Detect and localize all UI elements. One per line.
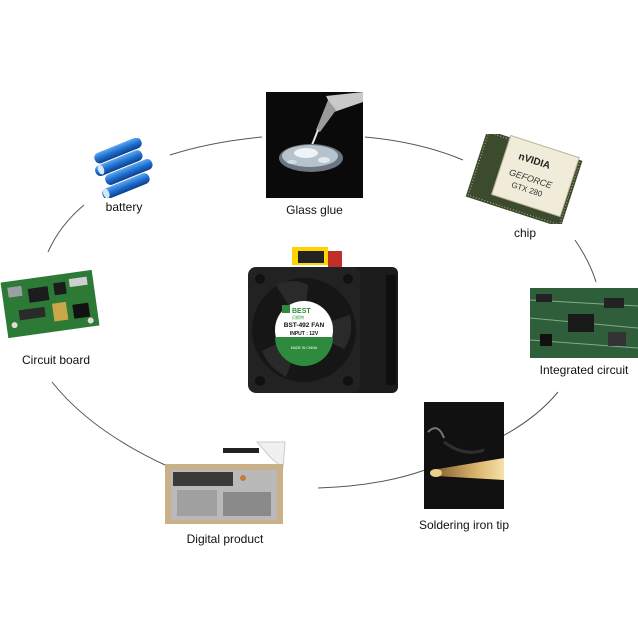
arc-battery-board	[47, 204, 85, 253]
fan-product-image: BEST 贝斯特 BST-492 FAN INPUT : 12V MADE IN…	[246, 245, 401, 400]
digital-product-label: Digital product	[186, 532, 264, 546]
chip-image: nVIDIA GEFORCE GTX 280	[460, 134, 590, 224]
integrated-circuit-image	[530, 288, 638, 358]
arc-ic-solder	[494, 391, 559, 441]
digital-product-image	[163, 440, 287, 526]
fan-brand-text: BEST	[292, 308, 311, 315]
fan-model-text: BST-492 FAN	[284, 322, 325, 329]
battery-label: battery	[105, 200, 143, 214]
soldering-iron-image	[424, 402, 504, 509]
circuit-board-image	[0, 268, 100, 340]
arc-battery-glass	[169, 136, 263, 156]
battery-image	[86, 138, 162, 198]
chip-label: chip	[513, 226, 536, 240]
glass-glue-label: Glass glue	[286, 203, 343, 217]
arc-glass-chip	[364, 136, 464, 161]
glass-glue-image	[266, 92, 363, 198]
fan-brand-cn-text: 贝斯特	[292, 314, 304, 320]
soldering-iron-label: Soldering iron tip	[418, 518, 510, 532]
fan-input-text: INPUT : 12V	[290, 331, 319, 337]
fan-origin-text: MADE IN CHINA	[291, 346, 318, 350]
circuit-board-label: Circuit board	[21, 353, 91, 367]
arc-chip-ic	[574, 239, 597, 283]
arc-digital-solder	[317, 469, 426, 489]
integrated-circuit-label: Integrated circuit	[539, 363, 629, 377]
arc-board-digital	[51, 381, 166, 466]
